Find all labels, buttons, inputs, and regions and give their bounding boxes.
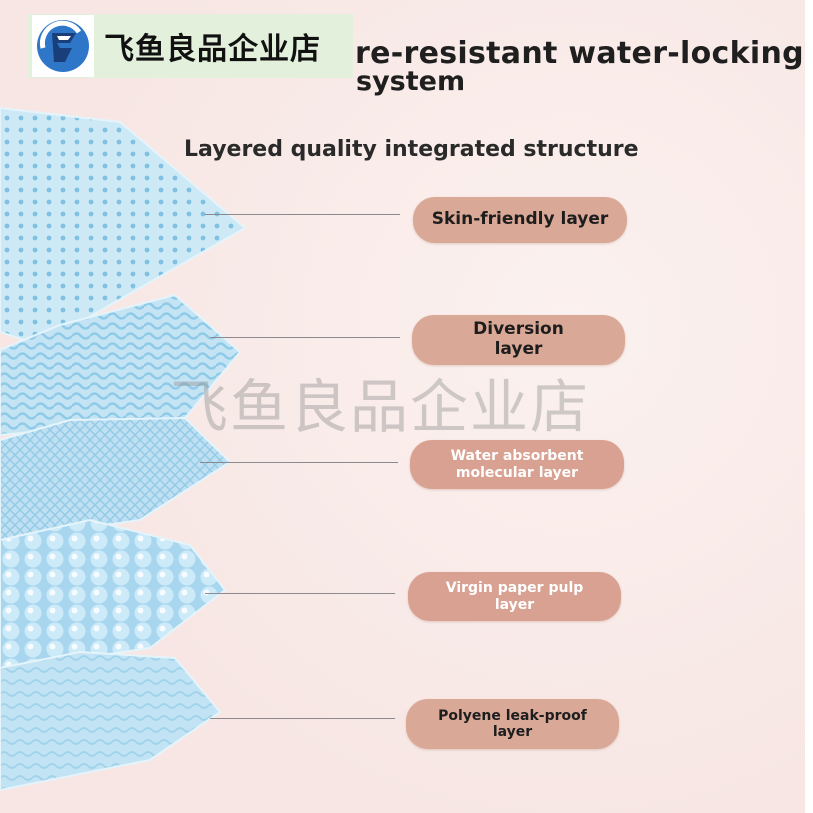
layer-label-line: layer — [492, 724, 533, 740]
leader-line-4 — [205, 593, 395, 594]
store-badge[interactable]: 飞鱼良品企业店 — [28, 14, 353, 78]
layer-label-diversion: Diversion layer — [412, 315, 625, 365]
leader-line-5 — [210, 718, 395, 719]
store-logo-icon — [32, 15, 94, 77]
watermark: 飞鱼良品企业店 — [170, 373, 591, 441]
layer-label-line: molecular layer — [455, 464, 579, 481]
store-name: 飞鱼良品企业店 — [104, 32, 321, 67]
layer-label-line: Virgin paper pulp — [445, 580, 584, 597]
frame-edge — [805, 0, 813, 813]
layer-label-line: Skin-friendly layer — [431, 209, 609, 230]
leader-line-3 — [200, 462, 398, 463]
layer-stack-illustration — [0, 106, 247, 792]
layer-label-line: layer — [494, 339, 543, 359]
leader-line-2 — [210, 337, 400, 338]
layer-label-skin-friendly: Skin-friendly layer — [413, 197, 627, 243]
section-subtitle: Layered quality integrated structure — [184, 137, 639, 162]
layer-label-line: Water absorbent — [450, 448, 584, 465]
layer-label-line: layer — [494, 596, 535, 613]
page-title: re-resistant water-locking — [355, 36, 804, 71]
layer-label-virgin-pulp: Virgin paper pulp layer — [408, 572, 621, 621]
layer-label-line: Diversion — [473, 319, 564, 340]
layer-label-line: Polyene leak-proof — [438, 707, 587, 724]
layer-label-water-absorbent: Water absorbent molecular layer — [410, 440, 624, 489]
leader-line-1 — [205, 214, 400, 215]
layer-label-polyene-leak-proof: Polyene leak-proof layer — [406, 699, 619, 749]
page-title-continued: system — [356, 66, 466, 97]
